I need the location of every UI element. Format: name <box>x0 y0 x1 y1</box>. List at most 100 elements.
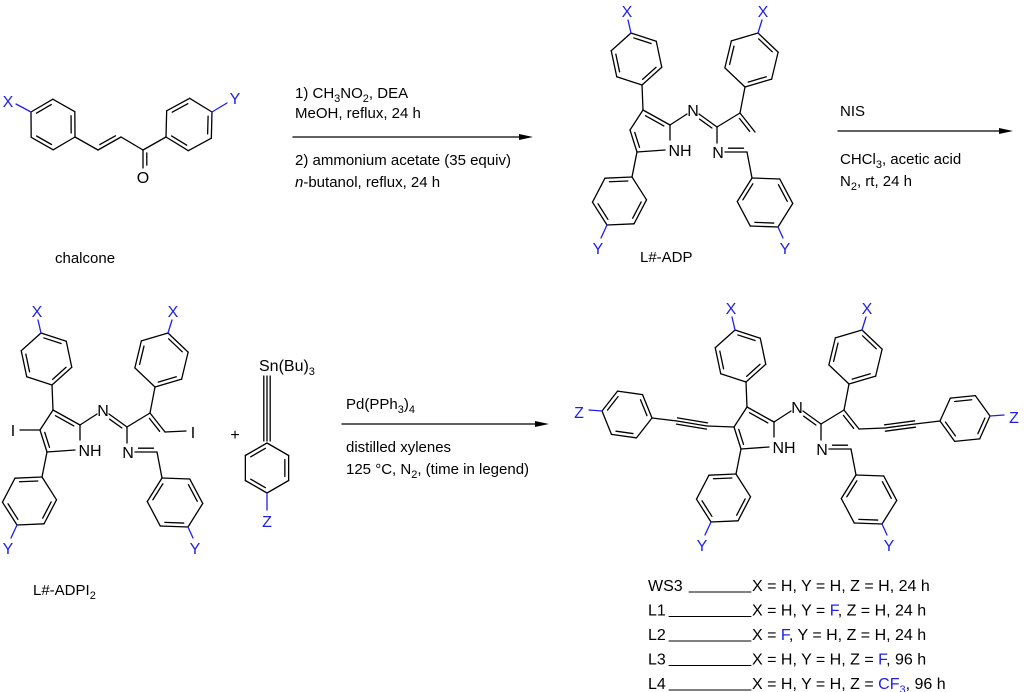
benzene-ring-y-right <box>146 477 204 528</box>
plus-sign: + <box>230 427 239 444</box>
bond <box>20 350 28 378</box>
bond <box>630 32 657 42</box>
bond <box>26 376 53 386</box>
reaction-arrow-3 <box>341 421 549 427</box>
bond <box>41 476 58 501</box>
benzene-ring-x-left <box>610 32 663 86</box>
adpi2-label: L#-ADPI2 <box>33 582 96 602</box>
text-segment: X = <box>752 627 781 644</box>
text-segment: F <box>878 652 888 669</box>
stannyl-label: Sn(Bu)3 <box>259 358 315 378</box>
bond <box>51 366 73 386</box>
bond <box>1 501 18 526</box>
atom-label-nh: NH <box>772 440 795 457</box>
bond <box>779 178 794 205</box>
double-bond-line <box>632 201 642 219</box>
benzene-ring-x-right <box>724 32 779 88</box>
text-segment: , (time in legend) <box>417 461 529 478</box>
bond <box>606 223 635 226</box>
y-bond <box>777 226 784 239</box>
bond <box>244 479 268 494</box>
bond <box>855 474 885 477</box>
bond <box>655 40 663 68</box>
substituent-y: Y <box>3 541 14 558</box>
bond <box>180 351 189 380</box>
z-bond <box>588 409 603 412</box>
bond <box>744 78 773 88</box>
bond <box>108 413 128 428</box>
bond <box>244 442 268 457</box>
bond <box>46 449 76 453</box>
text-segment: , 96 h <box>886 652 926 669</box>
subscript: 3 <box>309 366 315 378</box>
bond <box>30 98 54 113</box>
bond <box>716 112 741 128</box>
bond <box>739 86 746 114</box>
bond <box>610 50 618 78</box>
double-bond-line <box>736 498 746 516</box>
text-segment: F <box>781 627 791 644</box>
double-bond-line <box>187 484 198 503</box>
double-bond-line <box>148 417 161 432</box>
bond <box>745 381 748 408</box>
double-bond-line <box>35 103 52 114</box>
bond <box>142 136 167 151</box>
text-segment: CHCl <box>840 151 876 168</box>
chalcone-label: chalcone <box>55 250 115 267</box>
bond <box>949 394 976 399</box>
triple-bond-line <box>883 420 916 426</box>
text-segment: , 96 h <box>906 676 946 692</box>
benzene-ring-y-left <box>1 476 58 526</box>
legend-conditions: X = H, Y = H, Z = CF3, 96 h <box>752 676 946 692</box>
bond <box>187 502 204 528</box>
benzene-ring-x-left <box>714 329 767 383</box>
benzene-ring-x-right <box>134 332 189 388</box>
bond <box>266 442 290 457</box>
double-bond-line <box>167 338 183 353</box>
bond <box>642 109 671 126</box>
text-segment: L#-ADPI <box>33 582 90 599</box>
bond <box>714 347 722 375</box>
atom-label-n-bridge: N <box>791 400 803 417</box>
double-bond-line <box>634 131 641 148</box>
bond <box>631 176 648 201</box>
double-bond-line <box>25 353 31 373</box>
bond <box>979 415 991 440</box>
legend-row: L4 X = H, Y = H, Z = CF3, 96 h <box>648 676 946 692</box>
reaction-arrow-1 <box>292 134 533 140</box>
double-bond-line <box>861 335 877 350</box>
bond <box>149 412 166 433</box>
bond <box>720 373 747 383</box>
atom-label-nh: NH <box>78 443 101 460</box>
bond <box>629 129 638 153</box>
bond <box>126 412 151 428</box>
bond <box>14 476 43 479</box>
bond <box>939 397 951 422</box>
bond <box>39 409 54 431</box>
y-bond <box>881 523 888 536</box>
bond <box>616 76 643 86</box>
bond <box>706 425 735 428</box>
x-bond <box>37 319 42 334</box>
substituent-y: Y <box>593 241 604 258</box>
text-segment: 125 °C, N <box>346 461 411 478</box>
legend-compound-label: L4 <box>648 676 666 692</box>
double-bond-line <box>858 518 879 521</box>
text-segment: X = H, Y = H, Z = <box>752 652 878 669</box>
double-bond-line <box>747 76 767 83</box>
text-segment: Sn(Bu) <box>259 358 309 375</box>
text-segment: -butanol, reflux, 24 h <box>303 174 440 191</box>
bond <box>710 520 739 523</box>
arrowhead-icon <box>519 134 533 140</box>
bond <box>850 448 857 476</box>
triple-bond-line <box>675 423 708 430</box>
y-bond <box>211 102 228 113</box>
text-segment: n <box>295 174 303 191</box>
atom-label-i: I <box>11 423 15 440</box>
atom-label-n-ring: N <box>816 442 828 459</box>
double-bond-line <box>728 45 735 66</box>
